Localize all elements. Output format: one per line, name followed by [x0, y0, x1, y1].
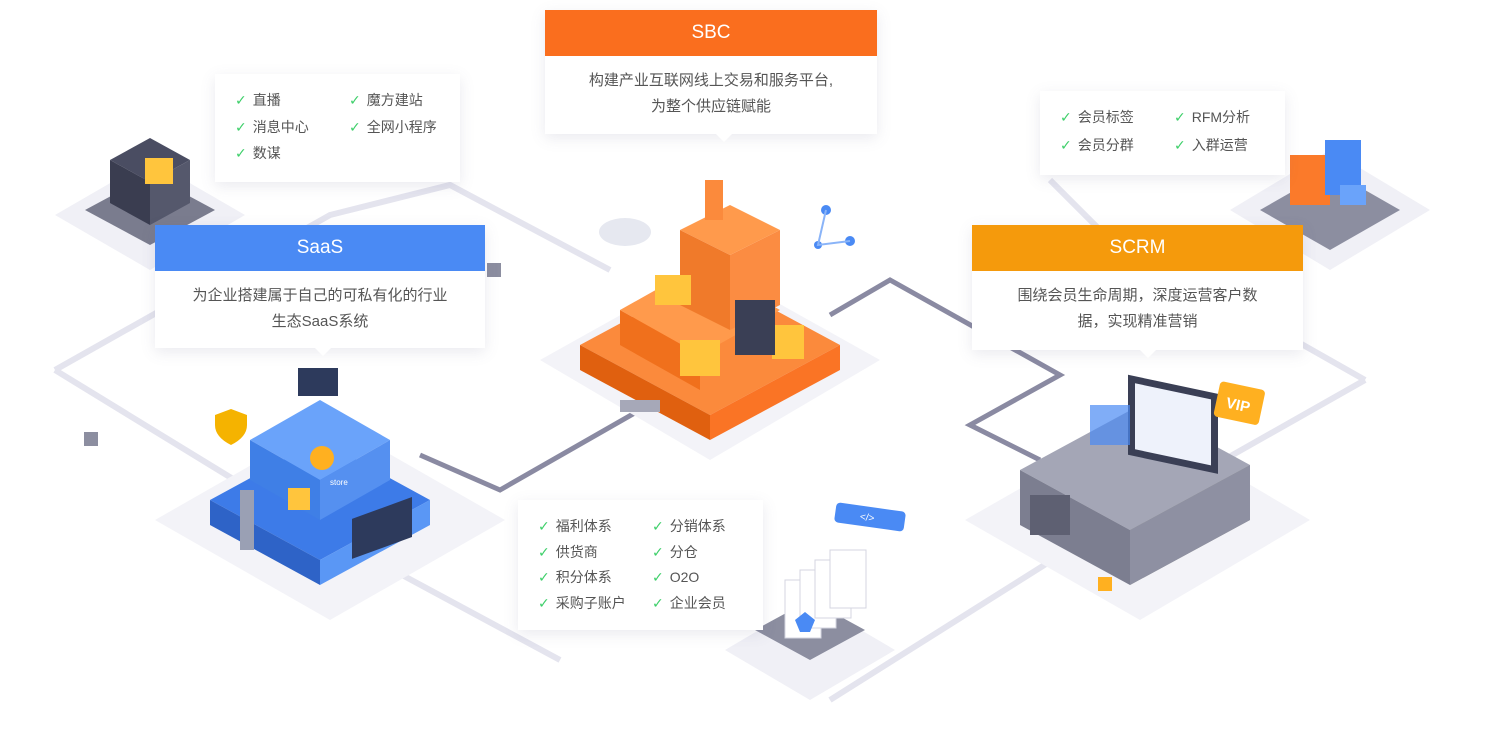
check-icon: ✓	[1174, 137, 1186, 153]
check-icon: ✓	[652, 543, 664, 560]
check-icon: ✓	[235, 118, 247, 135]
check-icon: ✓	[652, 594, 664, 611]
scrm-machine: VIP	[1020, 374, 1265, 591]
sbc-desc-line1: 构建产业互联网线上交易和服务平台,	[588, 72, 834, 89]
store-label: store	[330, 478, 348, 487]
check-icon: ✓	[1174, 109, 1186, 125]
check-icon: ✓	[538, 518, 550, 534]
feature-item: ✓数谋	[235, 145, 281, 162]
scrm-title: SCRM	[972, 225, 1303, 271]
sbc-card: SBC 构建产业互联网线上交易和服务平台, 为整个供应链赋能	[545, 10, 877, 142]
feature-item: ✓分销体系	[652, 518, 726, 534]
check-icon: ✓	[652, 518, 664, 534]
scrm-feature-list: ✓会员标签 ✓RFM分析 ✓会员分群 ✓入群运营	[1040, 91, 1285, 175]
feature-item: ✓RFM分析	[1174, 109, 1251, 125]
check-icon: ✓	[538, 594, 550, 611]
feature-item: ✓分仓	[652, 543, 698, 560]
check-icon: ✓	[538, 569, 550, 585]
data-path	[418, 277, 1066, 493]
check-icon: ✓	[349, 92, 361, 108]
check-icon: ✓	[652, 569, 664, 585]
saas-building: store	[210, 368, 430, 585]
scrm-desc-line2: 据，实现精准营销	[1077, 313, 1198, 330]
saas-desc-line1: 为企业搭建属于自己的可私有化的行业	[192, 287, 448, 304]
feature-item: ✓直播	[235, 92, 281, 108]
sbc-desc-line2: 为整个供应链赋能	[650, 98, 771, 115]
feature-item: ✓全网小程序	[349, 118, 437, 135]
check-icon: ✓	[349, 118, 361, 135]
check-icon: ✓	[1060, 137, 1072, 153]
sbc-feature-list: ✓福利体系 ✓分销体系 ✓供货商 ✓分仓 ✓积分体系 ✓O2O ✓采购子账户 ✓…	[518, 500, 763, 630]
feature-item: ✓消息中心	[235, 118, 309, 135]
check-icon: ✓	[235, 92, 247, 108]
check-icon: ✓	[235, 145, 247, 162]
check-icon: ✓	[1060, 109, 1072, 125]
feature-item: ✓魔方建站	[349, 92, 423, 108]
check-icon: ✓	[538, 543, 550, 560]
feature-item: ✓会员标签	[1060, 109, 1134, 125]
saas-feature-list: ✓直播 ✓魔方建站 ✓消息中心 ✓全网小程序 ✓数谋	[215, 74, 460, 182]
code-tag: </>	[859, 512, 875, 525]
saas-desc-line2: 生态SaaS系统	[271, 313, 369, 330]
vip-badge: VIP	[1224, 395, 1251, 417]
feature-item: ✓入群运营	[1174, 137, 1248, 153]
feature-item: ✓采购子账户	[538, 594, 626, 611]
corner-objects: </>	[84, 138, 1400, 660]
feature-item: ✓积分体系	[538, 569, 612, 585]
feature-item: ✓会员分群	[1060, 137, 1134, 153]
feature-item: ✓O2O	[652, 569, 700, 585]
saas-title: SaaS	[155, 225, 485, 271]
scrm-card: SCRM 围绕会员生命周期，深度运营客户数 据，实现精准营销	[972, 225, 1303, 358]
saas-card: SaaS 为企业搭建属于自己的可私有化的行业 生态SaaS系统	[155, 225, 485, 356]
sbc-building	[580, 180, 855, 440]
scrm-desc-line1: 围绕会员生命周期，深度运营客户数	[1017, 287, 1258, 304]
feature-item: ✓福利体系	[538, 518, 612, 534]
sbc-title: SBC	[545, 10, 877, 56]
feature-item: ✓供货商	[538, 543, 598, 560]
feature-item: ✓企业会员	[652, 594, 726, 611]
